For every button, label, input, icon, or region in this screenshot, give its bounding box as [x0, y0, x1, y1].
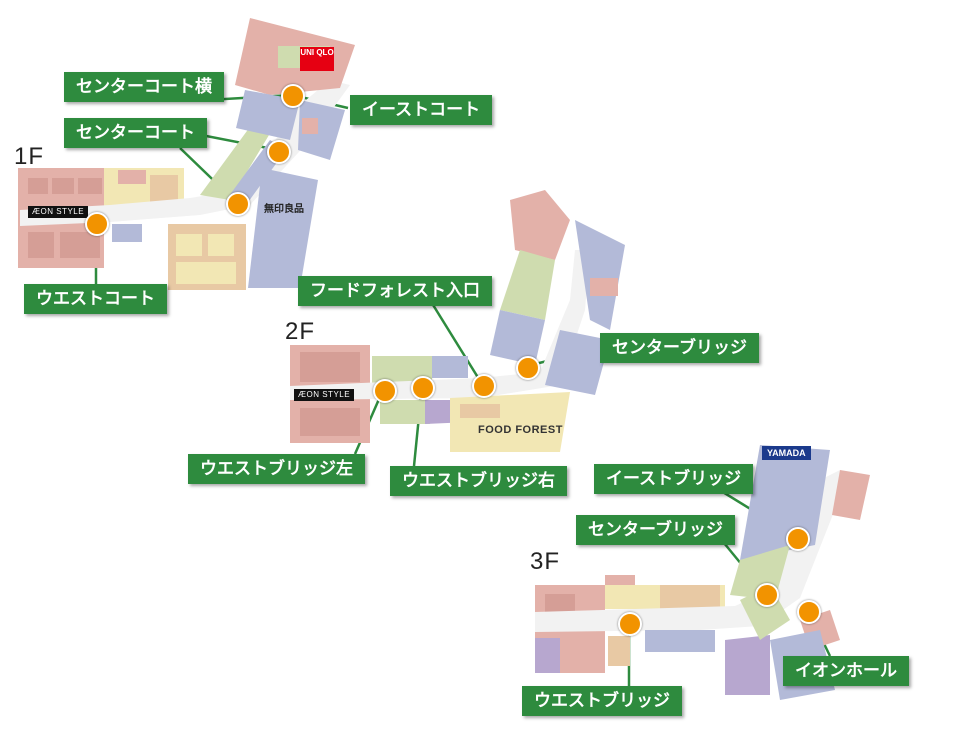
callout-1f-west-court[interactable]: ウエストコート: [24, 284, 167, 314]
uniqlo-logo: UNI QLO: [300, 47, 334, 71]
floor-label-1f: 1F: [14, 143, 45, 170]
marker-1f-center-court[interactable]: [226, 192, 250, 216]
callout-2f-west-bridge-right[interactable]: ウエストブリッジ右: [390, 466, 567, 496]
marker-3f-center-bridge[interactable]: [755, 583, 779, 607]
food-forest-logo: FOOD FOREST: [478, 424, 563, 436]
callout-3f-aeon-hall[interactable]: イオンホール: [783, 656, 909, 686]
yamada-logo: YAMADA: [762, 446, 811, 460]
callout-1f-center-court[interactable]: センターコート: [64, 118, 207, 148]
marker-2f-food-forest-entrance[interactable]: [472, 374, 496, 398]
callout-3f-west-bridge[interactable]: ウエストブリッジ: [522, 686, 682, 716]
marker-2f-center-bridge[interactable]: [516, 356, 540, 380]
marker-2f-west-bridge-left[interactable]: [373, 379, 397, 403]
callout-2f-food-forest-entrance[interactable]: フードフォレスト入口: [298, 276, 492, 306]
floor-2f-plan: [290, 190, 625, 452]
callout-2f-west-bridge-left[interactable]: ウエストブリッジ左: [188, 454, 365, 484]
callout-3f-east-bridge[interactable]: イーストブリッジ: [594, 464, 754, 494]
aeon-style-logo-1f: ÆON STYLE: [28, 206, 89, 218]
floor-label-2f: 2F: [285, 318, 316, 345]
aeon-style-logo-2f: ÆON STYLE: [294, 389, 355, 401]
marker-1f-east-court[interactable]: [267, 140, 291, 164]
marker-3f-west-bridge[interactable]: [618, 612, 642, 636]
callout-1f-east-court[interactable]: イーストコート: [350, 95, 493, 125]
callout-3f-center-bridge[interactable]: センターブリッジ: [576, 515, 735, 545]
callout-1f-center-court-side[interactable]: センターコート横: [64, 72, 224, 102]
muji-label: 無印良品: [264, 204, 304, 215]
callout-2f-center-bridge[interactable]: センターブリッジ: [600, 333, 759, 363]
marker-2f-west-bridge-right[interactable]: [411, 376, 435, 400]
marker-1f-center-court-side[interactable]: [281, 84, 305, 108]
marker-1f-west-court[interactable]: [85, 212, 109, 236]
floor-label-3f: 3F: [530, 548, 561, 575]
marker-3f-east-bridge[interactable]: [786, 527, 810, 551]
marker-3f-aeon-hall[interactable]: [797, 600, 821, 624]
